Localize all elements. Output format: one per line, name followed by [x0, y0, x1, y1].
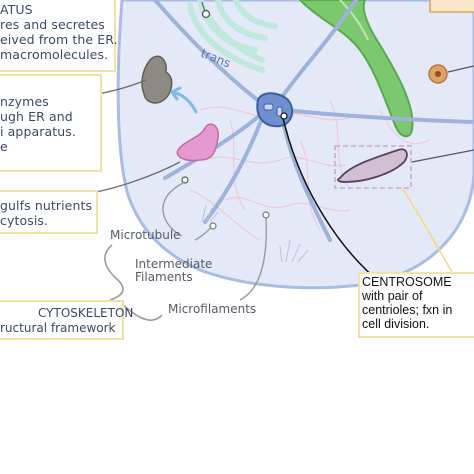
centrosome: [256, 92, 294, 128]
microtubules: [153, 0, 474, 242]
lysosome-callout-line-4: e: [0, 139, 8, 154]
microfilaments-label: Microfilaments: [168, 302, 257, 316]
golgi-callout-line-4: macromolecules.: [0, 47, 109, 62]
centrosome-callout-line-3: centrioles; fxn in: [362, 303, 453, 317]
golgi-callout-line-1: ATUS: [0, 2, 33, 17]
centrosome-callout-line-1: CENTROSOME: [362, 275, 452, 289]
mitochondrion: [337, 148, 408, 183]
golgi-callout-line-2: res and secretes: [0, 17, 105, 32]
vesicle-callout-line-1: gulfs nutrients: [0, 198, 93, 213]
intermediate-filaments-label-line-1: Intermediate: [135, 257, 213, 271]
lysosome-callout: nzymes ugh ER and i apparatus. e: [0, 94, 76, 154]
small-organelle-leader-line: [447, 65, 474, 73]
golgi-callout: ATUS res and secretes eived from the ER.…: [0, 2, 118, 62]
centrosome-callout-line-2: with pair of: [362, 289, 423, 303]
centrosome-leader-line: [282, 117, 383, 285]
endoplasmic-reticulum: [298, 0, 414, 138]
vesicle-callout: gulfs nutrients cytosis.: [0, 198, 92, 228]
cytoskeleton-title: CYTOSKELETON: [38, 306, 134, 320]
lysosome-callout-line-1: nzymes: [0, 94, 49, 109]
lysosome: [141, 55, 173, 104]
intermediate-filaments-label-line-2: Filaments: [135, 270, 193, 284]
golgi-callout-box: [0, 0, 116, 72]
lysosome-callout-line-2: ugh ER and: [0, 109, 73, 124]
microtubule-label: Microtubule: [110, 228, 181, 242]
cytoskeleton-subtitle: ructural framework: [0, 321, 116, 335]
movement-arrow: [170, 86, 198, 114]
mitochondrion-leader-line: [401, 187, 453, 273]
vesicle-callout-line-2: cytosis.: [0, 213, 49, 228]
lysosome-callout-box: [0, 74, 102, 172]
top-right-box-fragment: [429, 0, 474, 13]
centrosome-callout: CENTROSOME with pair of centrioles; fxn …: [362, 275, 452, 331]
microfilament-tufts: [201, 204, 309, 263]
cytoskeleton-box: [0, 300, 124, 340]
vesicle: [176, 123, 219, 162]
golgi-callout-line-3: eived from the ER.: [0, 32, 118, 47]
centrosome-callout-line-4: cell division.: [362, 317, 430, 331]
mitochondrion-highlight-box: [334, 145, 412, 189]
intermediate-filaments-label: Intermediate Filaments: [135, 258, 212, 284]
vesicle-callout-box: [0, 190, 98, 234]
centrosome-callout-box: [358, 272, 474, 338]
lysosome-callout-line-3: i apparatus.: [0, 124, 76, 139]
